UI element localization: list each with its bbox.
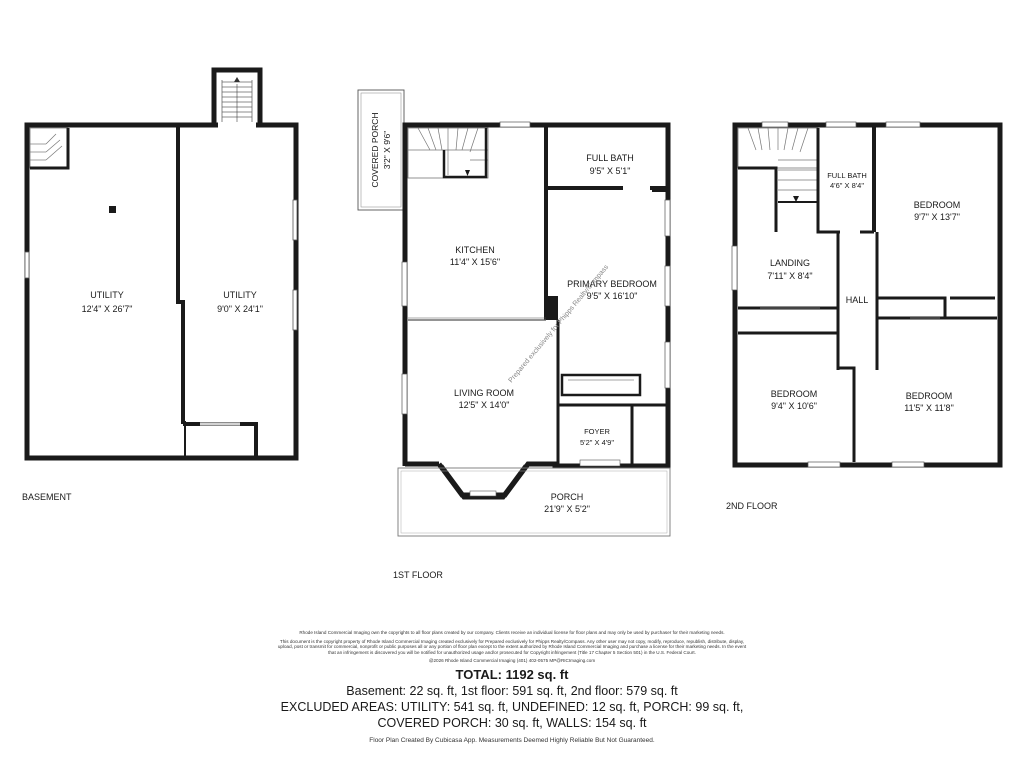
- footer: Rhode Island Commercial Imaging own the …: [0, 630, 1024, 744]
- room-dims: 21'9" X 5'2": [544, 504, 590, 514]
- room-label: BEDROOM: [771, 389, 818, 399]
- first-floor-plan: COVERED PORCH 3'2" X 9'6" PORCH 21'9" X …: [357, 89, 671, 580]
- second-floor-outer-wall: [732, 122, 1003, 468]
- room-dims: 3'2" X 9'6": [382, 131, 392, 170]
- room-label: BEDROOM: [906, 391, 953, 401]
- floor-areas: Basement: 22 sq. ft, 1st floor: 591 sq. …: [346, 684, 678, 699]
- first-floor-outer-wall: [402, 122, 671, 498]
- floor-name-first: 1ST FLOOR: [393, 570, 443, 580]
- legal-notice: Rhode Island Commercial Imaging own the …: [277, 630, 747, 655]
- basement-stairs: [29, 127, 70, 170]
- room-dims: 9'5" X 5'1": [590, 166, 631, 176]
- total-area: TOTAL: 1192 sq. ft: [455, 667, 569, 683]
- excluded-areas: EXCLUDED AREAS: UTILITY: 541 sq. ft, UND…: [280, 700, 744, 715]
- basement-plan: UTILITY 12'4" X 26'7" UTILITY 9'0" X 24'…: [22, 67, 299, 502]
- room-label: FOYER: [584, 427, 610, 436]
- room-label: UTILITY: [90, 290, 124, 300]
- basement-exterior-stairs: [211, 67, 263, 128]
- disclaimer: Floor Plan Created By Cubicasa App. Meas…: [369, 737, 655, 745]
- floor-name-second: 2ND FLOOR: [726, 501, 778, 511]
- room-label: FULL BATH: [827, 171, 867, 180]
- room-dims: 12'4" X 26'7": [82, 304, 133, 314]
- front-porch: PORCH 21'9" X 5'2": [397, 467, 671, 537]
- kitchen-stairs: [407, 127, 489, 179]
- room-label: HALL: [846, 295, 869, 305]
- room-label: BEDROOM: [914, 200, 961, 210]
- legal-text-2: This document is the copyright property …: [277, 638, 747, 655]
- room-label: LIVING ROOM: [454, 388, 514, 398]
- second-floor-plan: FULL BATH 4'6" X 8'4" BEDROOM 9'7" X 13'…: [726, 121, 1003, 511]
- room-dims: 11'5" X 11'8": [904, 403, 954, 413]
- basement-support-post: [109, 206, 116, 213]
- room-label: LANDING: [770, 258, 810, 268]
- second-floor-stairs: [737, 127, 819, 232]
- floor-name-basement: BASEMENT: [22, 492, 72, 502]
- basement-partition-wall: [176, 126, 185, 424]
- copyright-line: @2026 Rhode Island Commercial Imaging (4…: [428, 658, 596, 664]
- room-label: UTILITY: [223, 290, 257, 300]
- room-dims: 9'7" X 13'7": [914, 212, 960, 222]
- room-dims: 5'2" X 4'9": [580, 438, 614, 447]
- room-dims: 9'5" X 16'10": [587, 291, 638, 301]
- room-dims: 11'4" X 15'6": [450, 257, 500, 267]
- chimney: [544, 296, 558, 320]
- floor-plan-drawing: UTILITY 12'4" X 26'7" UTILITY 9'0" X 24'…: [22, 67, 1003, 580]
- room-label: COVERED PORCH: [370, 112, 380, 187]
- room-label: PRIMARY BEDROOM: [567, 279, 657, 289]
- excluded-areas-cont: COVERED PORCH: 30 sq. ft, WALLS: 154 sq.…: [377, 716, 647, 731]
- legal-text-1: Rhode Island Commercial Imaging own the …: [299, 630, 725, 635]
- room-dims: 4'6" X 8'4": [830, 181, 864, 190]
- room-label: PORCH: [551, 492, 584, 502]
- covered-porch: COVERED PORCH 3'2" X 9'6": [357, 89, 405, 211]
- room-label: FULL BATH: [586, 153, 634, 163]
- room-dims: 12'5" X 14'0": [459, 400, 510, 410]
- room-label: KITCHEN: [455, 245, 495, 255]
- room-dims: 9'0" X 24'1": [217, 304, 263, 314]
- room-dims: 7'11" X 8'4": [767, 271, 812, 281]
- room-dims: 9'4" X 10'6": [771, 401, 817, 411]
